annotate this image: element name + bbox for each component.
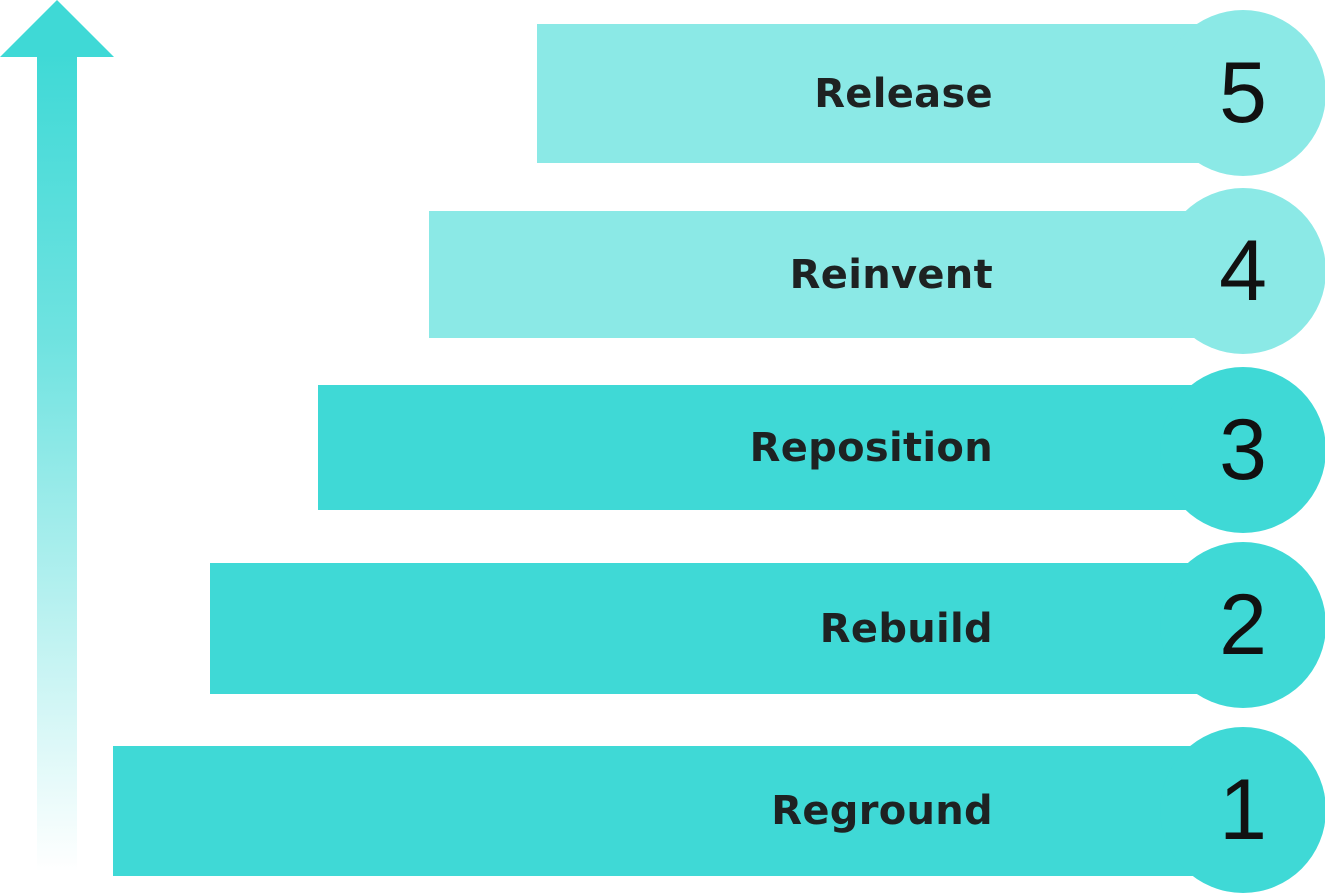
step-5-bar: Release	[537, 24, 1241, 163]
step-5: Release 5	[537, 10, 1325, 176]
step-5-circle: 5	[1160, 10, 1325, 176]
arrow-shaft	[37, 52, 77, 872]
step-2: Rebuild 2	[210, 542, 1325, 708]
step-4-circle: 4	[1160, 188, 1325, 354]
step-1-circle: 1	[1160, 727, 1325, 893]
step-2-circle: 2	[1160, 542, 1325, 708]
step-5-label: Release	[814, 70, 993, 117]
step-3-circle: 3	[1160, 367, 1325, 533]
step-1-number: 1	[1219, 762, 1267, 858]
step-3-bar: Reposition	[318, 385, 1241, 510]
step-4-number: 4	[1219, 223, 1267, 319]
step-1: Reground 1	[113, 727, 1325, 893]
step-4-label: Reinvent	[789, 251, 993, 298]
step-3: Reposition 3	[318, 367, 1325, 533]
step-3-number: 3	[1219, 402, 1267, 498]
step-2-label: Rebuild	[819, 605, 993, 652]
step-4-bar: Reinvent	[429, 211, 1241, 338]
arrow-head	[0, 0, 114, 57]
up-arrow-icon	[0, 0, 114, 872]
step-1-label: Reground	[771, 788, 993, 834]
step-2-bar: Rebuild	[210, 563, 1241, 694]
step-1-bar: Reground	[113, 746, 1241, 876]
step-3-label: Reposition	[749, 424, 993, 471]
step-2-number: 2	[1219, 577, 1267, 673]
step-4: Reinvent 4	[429, 188, 1325, 354]
step-5-number: 5	[1219, 45, 1267, 141]
